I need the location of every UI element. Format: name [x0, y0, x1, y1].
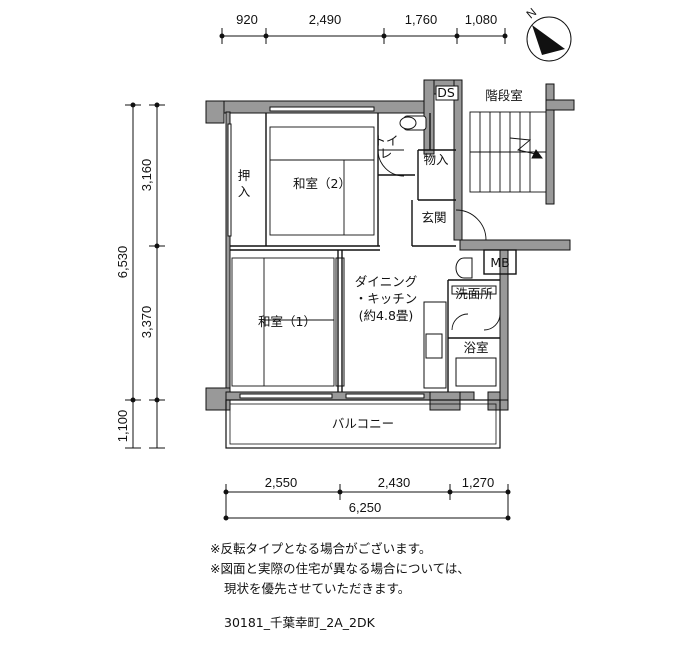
label-ds: DS — [437, 85, 455, 100]
label-toilet-1: トイ — [373, 133, 398, 148]
door-swings — [377, 149, 501, 331]
label-washroom: 洗面所 — [455, 286, 493, 301]
label-washitsu1: 和室（1） — [258, 314, 316, 329]
label-dk-2: ・キッチン — [355, 291, 418, 306]
bottom-dim-1: 2,550 — [265, 475, 298, 490]
label-bath: 浴室 — [463, 340, 488, 355]
left-dim-2: 3,370 — [139, 306, 154, 339]
plan-code: 30181_千葉幸町_2A_2DK — [224, 615, 375, 630]
label-dk-1: ダイニング — [355, 274, 418, 289]
label-dk-3: (約4.8畳) — [359, 308, 414, 323]
compass-label: N — [524, 5, 540, 21]
left-dim-3: 1,100 — [115, 410, 130, 443]
label-closet-1: 押 — [238, 168, 251, 183]
windows-and-doors — [227, 106, 425, 399]
label-washitsu2: 和室（2） — [293, 176, 351, 191]
compass-icon: N — [524, 5, 572, 62]
tatami-lines — [231, 126, 375, 387]
left-dim-1: 3,160 — [139, 159, 154, 192]
label-stairwell: 階段室 — [485, 88, 523, 103]
top-dim-1: 920 — [236, 12, 258, 27]
bottom-dim-2: 2,430 — [378, 475, 411, 490]
top-dim-4: 1,080 — [465, 12, 498, 27]
label-closet-2: 入 — [238, 184, 251, 199]
label-balcony: バルコニー — [332, 416, 394, 431]
note-1: ※反転タイプとなる場合がございます。 — [210, 541, 432, 556]
stairs — [469, 111, 547, 193]
top-dimension-line — [219, 28, 508, 44]
left-dim-total: 6,530 — [115, 246, 130, 279]
label-storage: 物入 — [423, 152, 449, 167]
bottom-dim-3: 1,270 — [462, 475, 495, 490]
left-dimension-line — [125, 102, 165, 449]
partitions — [225, 113, 517, 449]
label-entrance: 玄関 — [421, 210, 446, 225]
top-dim-3: 1,760 — [405, 12, 438, 27]
top-dim-2: 2,490 — [309, 12, 342, 27]
bottom-dimension-line — [223, 484, 511, 521]
fixtures — [399, 85, 497, 389]
note-2: ※図面と実際の住宅が異なる場合については、 — [210, 561, 470, 576]
bottom-dim-total: 6,250 — [349, 500, 382, 515]
walls — [205, 79, 575, 411]
note-3: 現状を優先させていただきます。 — [224, 581, 411, 596]
label-toilet-2: レ — [380, 146, 393, 161]
label-mb: MB — [490, 255, 509, 270]
